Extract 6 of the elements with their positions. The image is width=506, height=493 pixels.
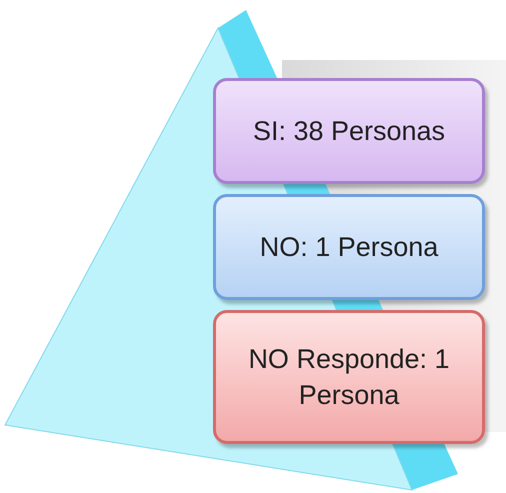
box-text: NO: 1 Persona [260,230,438,264]
box-text: SI: 38 Personas [252,114,446,148]
label-box [213,78,485,184]
box-text: NO Responde: 1 Persona [247,342,451,412]
label-box [213,194,485,300]
label-box [213,310,485,444]
